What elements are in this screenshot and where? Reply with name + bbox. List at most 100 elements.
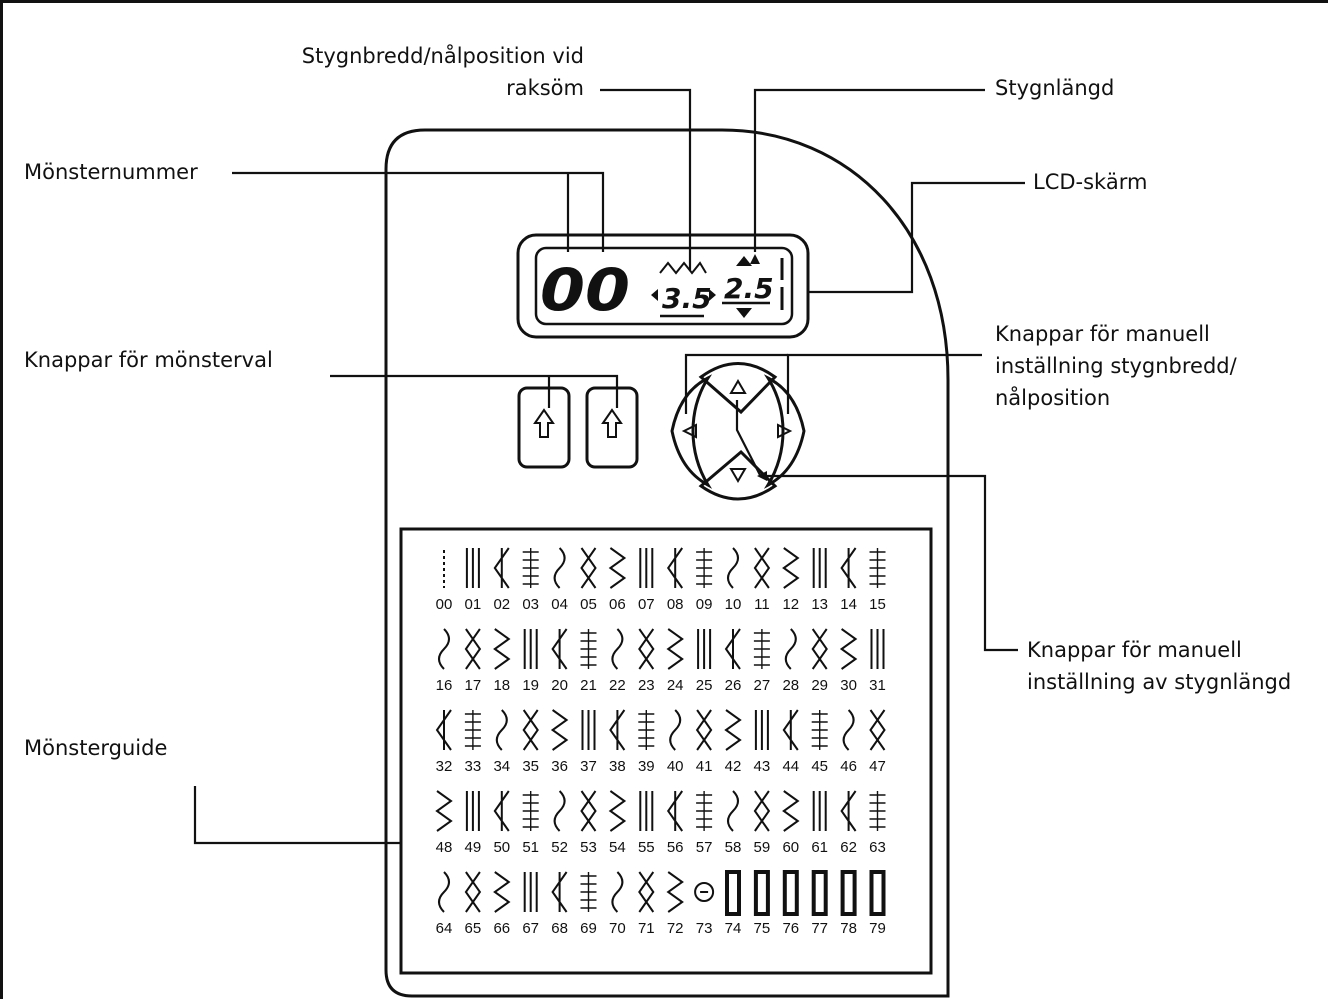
pattern-cell: 50 bbox=[493, 790, 510, 856]
pattern-number-label: 36 bbox=[551, 758, 568, 775]
width-left-arrow-icon bbox=[651, 289, 658, 301]
lcd-stitch-width: 3.5 bbox=[662, 282, 712, 315]
pattern-number-label: 65 bbox=[465, 920, 482, 937]
pattern-number-label: 05 bbox=[580, 596, 597, 613]
leader-stitch-length bbox=[753, 88, 985, 252]
pattern-number-label: 31 bbox=[869, 677, 886, 694]
stitch-pattern-icon bbox=[611, 871, 624, 913]
pattern-number-label: 76 bbox=[782, 920, 799, 937]
pattern-up-button[interactable] bbox=[587, 388, 637, 467]
label-manual-width-line1: Knappar för manuell bbox=[995, 322, 1210, 346]
pattern-cell: 06 bbox=[608, 547, 627, 613]
pattern-number-label: 26 bbox=[725, 677, 742, 694]
leader-lcd-screen bbox=[808, 181, 1025, 294]
stitch-pattern-icon bbox=[465, 548, 480, 588]
stitch-pattern-icon bbox=[493, 790, 510, 832]
stitch-pattern-icon bbox=[522, 709, 539, 751]
pattern-number-label: 51 bbox=[522, 839, 539, 856]
stitch-adjust-pad bbox=[670, 362, 806, 501]
stitch-length-increase-button[interactable] bbox=[703, 356, 773, 396]
pattern-number-label: 17 bbox=[465, 677, 482, 694]
pattern-number-label: 24 bbox=[667, 677, 684, 694]
stitch-pattern-icon bbox=[609, 709, 626, 751]
pattern-cell: 44 bbox=[782, 709, 799, 775]
pattern-cell: 07 bbox=[638, 548, 655, 613]
zigzag-stitch-icon bbox=[659, 261, 707, 275]
pattern-number-label: 19 bbox=[522, 677, 539, 694]
machine-panel-outline bbox=[384, 128, 950, 998]
stitch-pattern-icon bbox=[839, 628, 858, 670]
pattern-cell: 16 bbox=[436, 628, 452, 694]
pattern-number-label: 75 bbox=[754, 920, 771, 937]
width-decrease-button bbox=[670, 374, 713, 489]
pattern-number-label: 22 bbox=[609, 677, 626, 694]
leader-stitch-width bbox=[600, 88, 692, 270]
label-manual-length-line1: Knappar för manuell bbox=[1027, 638, 1242, 662]
label-stitch-length: Stygnlängd bbox=[995, 76, 1115, 100]
stitch-pattern-icon bbox=[639, 548, 654, 588]
length-increase-button bbox=[698, 362, 778, 415]
pattern-number-label: 27 bbox=[754, 677, 771, 694]
pattern-cell: 19 bbox=[522, 629, 539, 694]
stitch-pattern-icon bbox=[464, 871, 482, 913]
stitch-pattern-icon bbox=[464, 628, 482, 670]
pattern-number-label: 21 bbox=[580, 677, 597, 694]
pattern-cell: 24 bbox=[666, 628, 684, 694]
stitch-pattern-icon bbox=[522, 548, 539, 588]
pattern-number-label: 60 bbox=[782, 839, 799, 856]
stitch-pattern-icon bbox=[580, 629, 597, 669]
stitch-pattern-icon bbox=[493, 628, 511, 670]
pattern-number-label: 71 bbox=[638, 920, 655, 937]
pattern-down-button[interactable] bbox=[519, 388, 569, 467]
stitch-pattern-icon bbox=[727, 547, 739, 589]
stitch-pattern-icon bbox=[638, 710, 655, 750]
pattern-cell: 08 bbox=[667, 547, 684, 613]
pattern-cell: 48 bbox=[435, 790, 453, 856]
pattern-cell: 22 bbox=[609, 628, 626, 694]
stitch-pattern-icon bbox=[812, 791, 827, 831]
stitch-pattern-icon bbox=[754, 710, 769, 750]
stitch-pattern-icon bbox=[840, 870, 857, 916]
pattern-number-label: 67 bbox=[522, 920, 539, 937]
pattern-cell: 00 bbox=[436, 550, 453, 613]
pattern-number-label: 46 bbox=[840, 758, 857, 775]
pattern-cell: 73 bbox=[694, 882, 715, 937]
pattern-cell: 02 bbox=[493, 547, 510, 613]
stitch-pattern-icon bbox=[435, 709, 452, 751]
pattern-cell: 49 bbox=[465, 791, 482, 856]
pattern-number-label: 00 bbox=[436, 596, 453, 613]
pattern-cell: 72 bbox=[666, 871, 684, 937]
pattern-cell: 61 bbox=[811, 791, 828, 856]
pattern-cell: 29 bbox=[811, 628, 828, 694]
stitch-length-decrease-button[interactable] bbox=[703, 466, 773, 508]
pattern-number-label: 78 bbox=[840, 920, 857, 937]
stitch-pattern-icon bbox=[438, 628, 450, 670]
pattern-cell: 58 bbox=[725, 790, 741, 856]
pattern-cell: 35 bbox=[522, 709, 539, 775]
pattern-number-label: 55 bbox=[638, 839, 655, 856]
stitch-pattern-icon bbox=[493, 547, 510, 589]
pattern-number-label: 04 bbox=[551, 596, 568, 613]
pattern-number-label: 49 bbox=[465, 839, 482, 856]
stitch-pattern-icon bbox=[666, 628, 684, 670]
pattern-number-label: 08 bbox=[667, 596, 684, 613]
stitch-pattern-icon bbox=[550, 709, 569, 751]
stitch-pattern-icon bbox=[811, 710, 828, 750]
pattern-number-label: 13 bbox=[811, 596, 828, 613]
pattern-cell: 12 bbox=[782, 547, 800, 613]
stitch-pattern-icon bbox=[608, 547, 627, 589]
pattern-number-label: 28 bbox=[782, 677, 799, 694]
stitch-pattern-icon bbox=[523, 629, 538, 669]
stitch-pattern-icon bbox=[493, 871, 511, 913]
pattern-cell: 55 bbox=[638, 791, 655, 856]
stitch-width-increase-button[interactable] bbox=[768, 380, 806, 484]
label-stitch-width-line2: raksöm bbox=[506, 76, 584, 100]
left-triangle-icon bbox=[681, 423, 697, 439]
stitch-pattern-icon bbox=[522, 791, 539, 831]
pattern-number-label: 25 bbox=[696, 677, 713, 694]
stitch-pattern-icon bbox=[782, 790, 800, 832]
pointer-arrow-icon bbox=[757, 471, 767, 481]
pattern-cell: 27 bbox=[754, 629, 771, 694]
pattern-cell: 67 bbox=[522, 872, 539, 937]
